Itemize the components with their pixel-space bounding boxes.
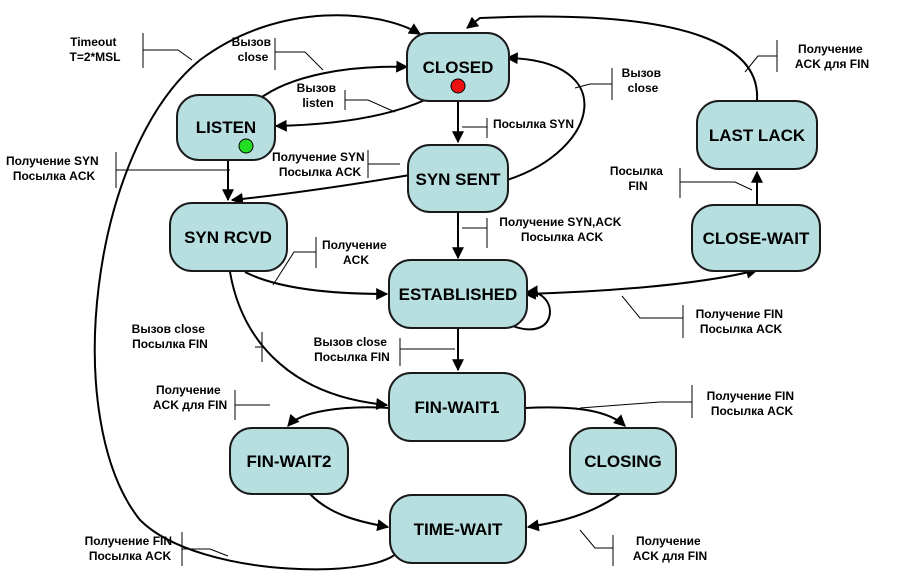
state-closed-label: CLOSED bbox=[423, 58, 494, 77]
edge-closed-listen bbox=[274, 99, 426, 132]
edge-established-self bbox=[509, 285, 551, 331]
state-close-wait-label: CLOSE-WAIT bbox=[703, 229, 810, 248]
edge-timewait-closed bbox=[93, 14, 422, 571]
state-established-label: ESTABLISHED bbox=[399, 285, 518, 304]
state-time-wait: TIME-WAIT bbox=[389, 494, 527, 564]
state-syn-sent-label: SYN SENT bbox=[415, 170, 501, 189]
edge-lastlack-closed bbox=[466, 15, 759, 101]
label-recv-syn-send-ack-left: Получение SYN Посылка ACK bbox=[6, 154, 102, 183]
label-recv-ack: Получение ACK bbox=[322, 238, 390, 267]
label-recv-syn-send-ack-mid: Получение SYN Посылка ACK bbox=[272, 150, 368, 179]
edge-listen-closed bbox=[257, 60, 409, 101]
label-call-close-send-fin-mid: Вызов close Посылка FIN bbox=[314, 335, 391, 364]
state-close-wait: CLOSE-WAIT bbox=[691, 204, 821, 272]
state-last-lack: LAST LACK bbox=[696, 100, 818, 170]
label-recv-synack-send-ack: Получение SYN,ACK Посылка ACK bbox=[499, 215, 624, 244]
state-time-wait-label: TIME-WAIT bbox=[414, 520, 503, 539]
state-listen: LISTEN bbox=[176, 94, 276, 161]
state-syn-rcvd: SYN RCVD bbox=[169, 202, 288, 272]
label-send-syn: Посылка SYN bbox=[493, 117, 574, 131]
state-closed: CLOSED bbox=[406, 32, 510, 102]
label-recv-fin-send-ack-bottom: Получение FIN Посылка ACK bbox=[85, 534, 176, 563]
state-syn-rcvd-label: SYN RCVD bbox=[184, 228, 272, 247]
edge-finwait2-timewait bbox=[309, 493, 390, 532]
label-call-listen: Вызов listen bbox=[297, 81, 340, 110]
state-fin-wait1-label: FIN-WAIT1 bbox=[415, 398, 500, 417]
edge-established-closewait bbox=[523, 266, 759, 300]
state-fin-wait1: FIN-WAIT1 bbox=[388, 372, 526, 442]
state-listen-label: LISTEN bbox=[196, 118, 256, 137]
label-call-close-1: Вызов close bbox=[232, 35, 275, 64]
edge-synrcvd-established bbox=[244, 271, 389, 300]
listen-green-dot bbox=[238, 138, 254, 154]
label-send-fin: Посылка FIN bbox=[610, 164, 666, 193]
label-call-close-2: Вызов close bbox=[622, 66, 665, 95]
state-fin-wait2-label: FIN-WAIT2 bbox=[247, 452, 332, 471]
edge-finwait1-finwait2 bbox=[287, 406, 391, 427]
edge-synsent-closed bbox=[505, 52, 586, 181]
label-recv-ack-for-fin-bottom: Получение ACK для FIN bbox=[633, 534, 707, 563]
label-recv-ack-for-fin-top: Получение ACK для FIN bbox=[795, 42, 869, 71]
edge-synsent-synrcvd bbox=[230, 174, 411, 205]
edge-finwait1-closing bbox=[524, 406, 626, 427]
label-recv-fin-send-ack-right: Получение FIN Посылка ACK bbox=[707, 389, 798, 418]
label-timeout: Timeout T=2*MSL bbox=[69, 35, 120, 64]
closed-red-dot bbox=[450, 78, 466, 94]
label-call-close-send-fin-left: Вызов close Посылка FIN bbox=[132, 322, 209, 351]
state-last-lack-label: LAST LACK bbox=[709, 126, 806, 145]
transitions bbox=[93, 14, 763, 571]
transition-labels: Timeout T=2*MSL Вызов close Вызов listen… bbox=[6, 35, 869, 563]
label-leaders bbox=[115, 33, 778, 566]
label-recv-ack-for-fin-left: Получение ACK для FIN bbox=[153, 383, 227, 412]
label-recv-fin-send-ack-est: Получение FIN Посылка ACK bbox=[696, 307, 787, 336]
state-established: ESTABLISHED bbox=[388, 259, 528, 329]
state-closing-label: CLOSING bbox=[584, 452, 661, 471]
state-fin-wait2: FIN-WAIT2 bbox=[229, 427, 349, 495]
state-syn-sent: SYN SENT bbox=[407, 144, 509, 213]
edge-synrcvd-finwait1 bbox=[229, 271, 389, 410]
edge-closing-timewait bbox=[526, 493, 621, 532]
state-closing: CLOSING bbox=[569, 427, 677, 495]
